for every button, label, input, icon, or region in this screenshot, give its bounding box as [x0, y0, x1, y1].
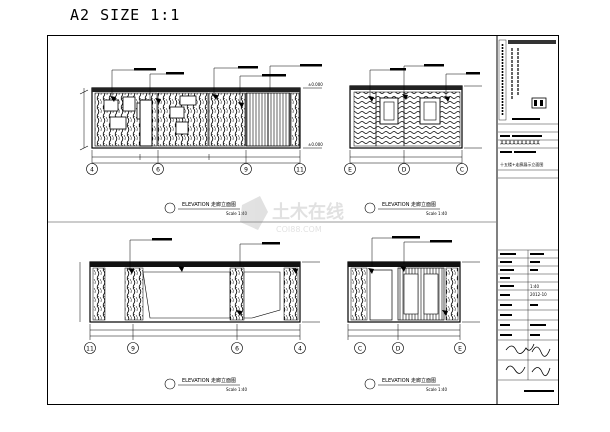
- signature: [505, 343, 535, 354]
- watermark-url: COI88.COM: [276, 225, 322, 234]
- elevation-bottom-left: 11 9 6 4 ELEVATION 走廊立面图 Scale 1:40: [79, 238, 320, 392]
- svg-text:±0.000: ±0.000: [308, 82, 323, 87]
- elevation-top-left: ±0.000 ±0.000 4 6 9 11 ELEVATION 走廊立面图 S…: [79, 64, 323, 216]
- grid-label: 4: [298, 346, 302, 353]
- signature: [531, 367, 551, 377]
- grid-label: E: [348, 167, 352, 174]
- drawing-caption: ELEVATION 走廊立面图: [382, 201, 436, 208]
- grid-label: 11: [86, 346, 94, 353]
- title-block: 某某某某某某某某某某 十五楼+走廊展示立面图 1:40 2012-10: [498, 39, 558, 392]
- watermark-brand: 土木在线: [272, 201, 344, 223]
- drawing-scale: Scale 1:40: [426, 211, 447, 216]
- drawing-caption: ELEVATION 走廊立面图: [182, 201, 236, 208]
- drawing-scale: Scale 1:40: [226, 387, 247, 392]
- drawing-scale: Scale 1:40: [426, 387, 447, 392]
- svg-text:±0.000: ±0.000: [308, 142, 323, 147]
- drawing-scale: Scale 1:40: [226, 211, 247, 216]
- elevation-top-right: E D C ELEVATION 走廊立面图 Scale 1:40: [344, 64, 482, 216]
- grid-label: 4: [90, 167, 94, 174]
- grid-label: D: [396, 346, 401, 353]
- grid-label: C: [358, 346, 362, 353]
- grid-label: 6: [235, 346, 239, 353]
- drawing-caption: ELEVATION 走廊立面图: [182, 377, 236, 384]
- title-block-sheet-title: 十五楼+走廊展示立面图: [500, 161, 543, 167]
- title-block-scale: 1:40: [530, 284, 539, 289]
- title-block-date: 2012-10: [530, 292, 547, 297]
- signature: [505, 365, 526, 374]
- drawing-caption: ELEVATION 走廊立面图: [382, 377, 436, 384]
- grid-label: E: [458, 346, 462, 353]
- signature: [531, 346, 551, 357]
- grid-label: 9: [244, 167, 248, 174]
- grid-label: 9: [131, 346, 135, 353]
- elevation-bottom-right: C D E ELEVATION 走廊立面图 Scale 1:40: [347, 236, 480, 392]
- grid-label: D: [402, 167, 407, 174]
- grid-label: C: [460, 167, 464, 174]
- watermark: 土木在线 COI88.COM: [240, 196, 344, 234]
- title-block-project: 某某某某某某某某某某: [500, 139, 540, 145]
- grid-label: 6: [156, 167, 160, 174]
- page-title: A2 SIZE 1:1: [70, 6, 181, 24]
- drawing-sheet: [47, 35, 559, 405]
- grid-label: 11: [296, 167, 304, 174]
